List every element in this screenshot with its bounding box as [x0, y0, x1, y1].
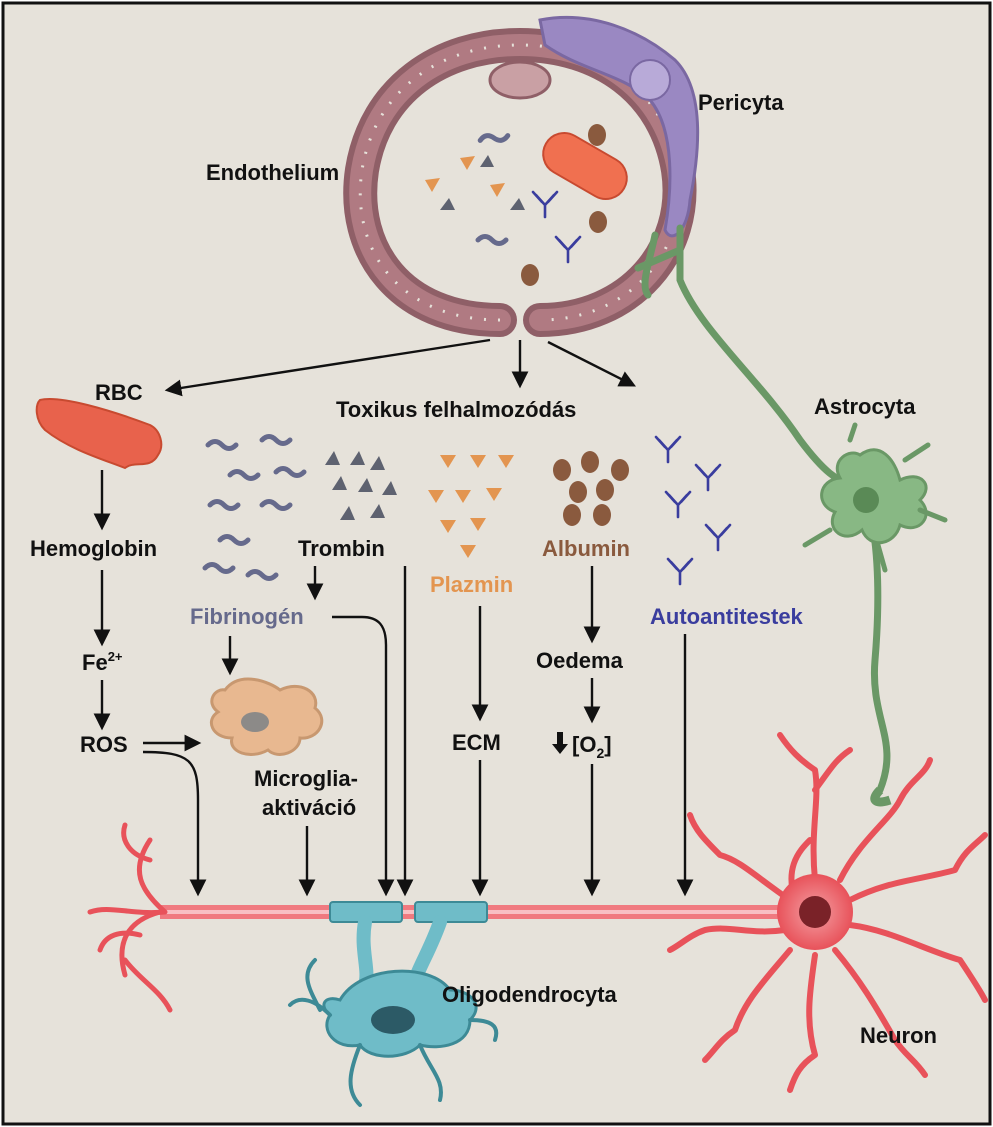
- oligodendrocyte-nucleus: [371, 1006, 415, 1034]
- hemoglobin-label: Hemoglobin: [30, 536, 157, 561]
- astrocyte-nucleus: [853, 487, 879, 513]
- neuron-axon: [87, 822, 820, 1013]
- decrease-arrow-icon: [552, 732, 568, 754]
- toxic-accumulation-label: Toxikus felhalmozódás: [336, 397, 576, 422]
- ros-label: ROS: [80, 732, 128, 757]
- pathway-arrows: [93, 470, 694, 897]
- microglia-label-line2: aktiváció: [262, 795, 356, 820]
- endothelial-nucleus: [488, 60, 552, 100]
- microglia-cell: [209, 677, 324, 756]
- albumin-label: Albumin: [542, 536, 630, 561]
- autoantibodies-label: Autoantitestek: [650, 604, 804, 629]
- vessel-contents: [425, 124, 628, 286]
- oligodendrocyte-cell: [288, 915, 499, 1107]
- oedema-label: Oedema: [536, 648, 624, 673]
- myelin-sheath-2: [414, 901, 488, 923]
- microglia-nucleus: [241, 712, 269, 732]
- astrocyte-label: Astrocyta: [814, 394, 916, 419]
- astrocyte-cell: [634, 224, 948, 807]
- microglia-label-line1: Microglia-: [254, 766, 358, 791]
- fe-label: Fe2+: [82, 649, 123, 675]
- rbc-in-vessel: [542, 132, 628, 200]
- trombin-label: Trombin: [298, 536, 385, 561]
- ecm-label: ECM: [452, 730, 501, 755]
- fibrinogen-label: Fibrinogén: [190, 604, 304, 629]
- oligodendrocyte-label: Oligodendrocyta: [442, 982, 618, 1007]
- pericyte-label: Pericyta: [698, 90, 784, 115]
- rbc-cell: [35, 398, 163, 470]
- neuron-cell: [667, 732, 988, 1093]
- albumin-molecules: [553, 451, 629, 526]
- neuron-nucleus: [799, 896, 831, 928]
- o2-label: [O2]: [572, 732, 612, 761]
- plazmin-molecules: [428, 455, 514, 558]
- plazmin-label: Plazmin: [430, 572, 513, 597]
- neuron-label: Neuron: [860, 1023, 937, 1048]
- pericyte-nucleus: [629, 59, 671, 101]
- endothelium-label: Endothelium: [206, 160, 339, 185]
- endothelium-vessel: [343, 27, 697, 337]
- trombin-molecules: [325, 451, 397, 520]
- rbc-label: RBC: [95, 380, 143, 405]
